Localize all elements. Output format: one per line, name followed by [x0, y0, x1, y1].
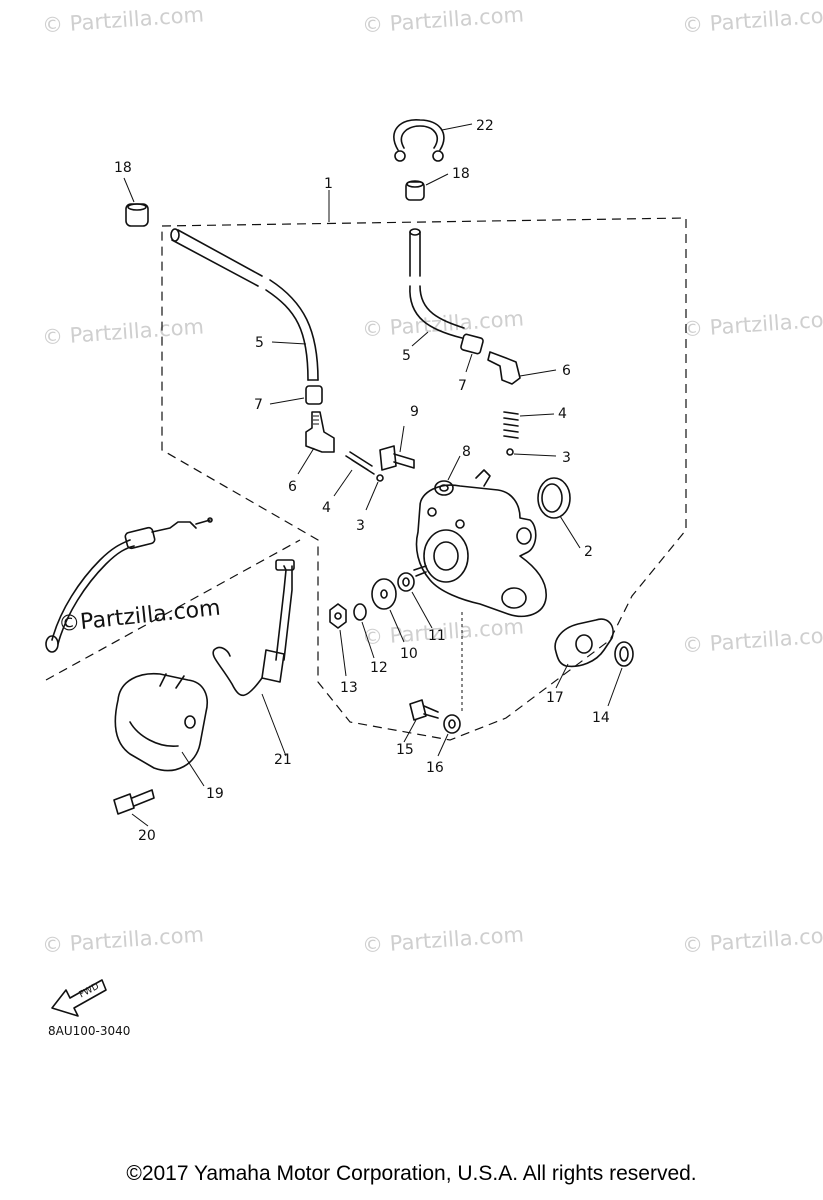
clip-part [393, 119, 445, 162]
leader-10 [389, 609, 405, 643]
pump-cover-part [114, 672, 208, 772]
gasket-part [554, 618, 614, 668]
elbow-fitting-part [305, 411, 335, 453]
assembly-outline [161, 217, 687, 741]
callout-5: 5 [402, 348, 411, 364]
bolt-part [409, 699, 439, 721]
callout-9: 9 [410, 404, 419, 420]
check-ball-part [506, 448, 514, 456]
leader-18a [123, 177, 135, 203]
check-ball-part [376, 474, 384, 482]
leader-20 [131, 813, 149, 827]
leader-7b [465, 353, 473, 373]
clamp-part [305, 385, 323, 405]
leader-14 [607, 667, 623, 707]
bolt-part [379, 445, 415, 471]
hose-part [409, 228, 465, 339]
bushing-part [405, 180, 425, 201]
pump-cable-part [45, 517, 213, 653]
callout-19: 19 [206, 786, 224, 802]
callout-5: 5 [255, 335, 264, 351]
leader-3a [365, 481, 379, 511]
leader-19 [181, 751, 205, 787]
hose-part [170, 228, 319, 381]
spring-part [345, 451, 375, 475]
callout-21: 21 [274, 752, 292, 768]
callout-14: 14 [592, 710, 610, 726]
leader-3b [513, 453, 557, 457]
washer-part [397, 572, 415, 592]
elbow-fitting-part [487, 351, 521, 385]
bolt-part [113, 789, 155, 815]
leader-6b [519, 369, 557, 377]
leader-21 [261, 693, 287, 757]
callout-4: 4 [558, 406, 567, 422]
callout-6: 6 [562, 363, 571, 379]
leader-12 [361, 621, 375, 659]
callout-1: 1 [324, 176, 333, 192]
callout-12: 12 [370, 660, 388, 676]
leader-9 [399, 425, 405, 453]
leader-5a [271, 341, 307, 345]
clamp-part [460, 333, 484, 355]
leader-16 [437, 733, 449, 757]
diagram-code: 8AU100-3040 [48, 1024, 131, 1038]
callout-17: 17 [546, 690, 564, 706]
leader-4b [519, 413, 555, 417]
leader-13 [339, 629, 347, 677]
oil-pump-body [413, 469, 547, 618]
leader-15 [403, 719, 417, 743]
bushing-part [125, 203, 149, 227]
separator-line [45, 539, 301, 681]
washer-part [443, 714, 461, 734]
copyright-notice: ©2017 Yamaha Motor Corporation, U.S.A. A… [126, 1162, 697, 1185]
leader-8 [447, 455, 461, 481]
callout-2: 2 [584, 544, 593, 560]
lock-washer-part [353, 603, 367, 621]
callout-20: 20 [138, 828, 156, 844]
callout-16: 16 [426, 760, 444, 776]
callout-6: 6 [288, 479, 297, 495]
callout-22: 22 [476, 118, 494, 134]
fwd-arrow-icon: FWD [51, 979, 107, 1017]
fwd-label: FWD [78, 982, 101, 1001]
leader-18b [425, 173, 449, 186]
plate-part [371, 578, 397, 610]
leader-2 [559, 515, 581, 549]
callout-18: 18 [114, 160, 132, 176]
callout-4: 4 [322, 500, 331, 516]
washer-part [434, 480, 454, 496]
leader-22 [441, 123, 473, 131]
callout-15: 15 [396, 742, 414, 758]
o-ring-part [614, 641, 634, 667]
callout-18: 18 [452, 166, 470, 182]
throttle-cable-part [212, 559, 295, 697]
callout-7: 7 [254, 397, 263, 413]
leader-4a [333, 469, 353, 497]
callout-10: 10 [400, 646, 418, 662]
nut-part [329, 603, 347, 629]
leader-6a [297, 447, 315, 475]
leader-11 [411, 591, 433, 629]
leader-7a [269, 397, 305, 405]
leader-17 [555, 663, 569, 689]
spring-part [503, 411, 519, 439]
callout-7: 7 [458, 378, 467, 394]
leader-5b [411, 331, 429, 347]
callout-3: 3 [562, 450, 571, 466]
oil-seal-part [537, 477, 571, 519]
callout-3: 3 [356, 518, 365, 534]
callout-13: 13 [340, 680, 358, 696]
callout-8: 8 [462, 444, 471, 460]
callout-11: 11 [428, 628, 446, 644]
